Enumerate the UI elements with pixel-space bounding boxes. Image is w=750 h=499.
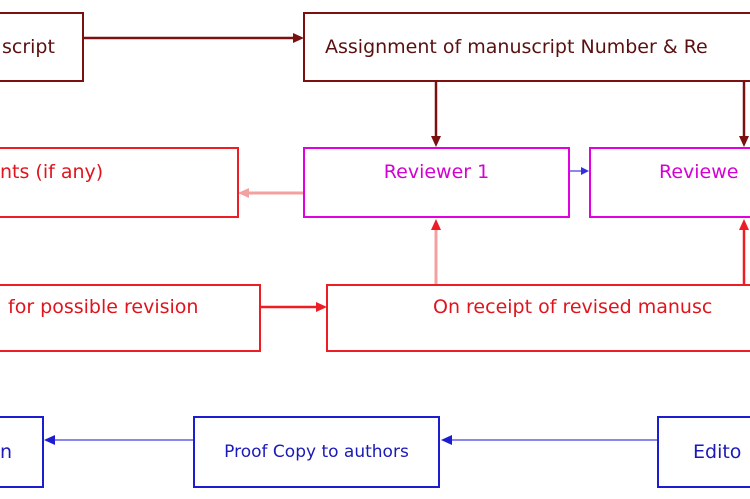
arrowhead-reviewer1-top [431, 136, 441, 147]
revised-box: On receipt of revised manusc [326, 284, 750, 352]
submission-box: script [0, 12, 84, 82]
arrowhead-final [44, 435, 55, 445]
arrowhead-assignment [293, 33, 304, 43]
editor-box: Edito [657, 416, 750, 488]
arrowhead-reviewer2-top [739, 136, 749, 147]
comments-label: nts (if any) [0, 161, 104, 183]
proof-copy-box: Proof Copy to authors [193, 416, 440, 488]
arrowhead-reviewer1-bottom [431, 219, 441, 230]
proof-copy-label: Proof Copy to authors [224, 441, 409, 462]
reviewer2-box: Reviewe [589, 147, 750, 218]
revised-label: On receipt of revised manusc [433, 296, 713, 318]
final-box: n [0, 416, 44, 488]
arrowhead-revised [316, 302, 327, 312]
arrowhead-reviewer2-bottom [739, 219, 749, 230]
revision-label: for possible revision [8, 296, 199, 318]
arrowhead-comments [238, 188, 249, 198]
revision-box: for possible revision [0, 284, 261, 352]
reviewer2-label: Reviewe [659, 161, 739, 183]
submission-label: script [2, 35, 55, 58]
reviewer1-label: Reviewer 1 [383, 161, 490, 183]
editor-label: Edito [693, 440, 742, 463]
final-label: n [0, 440, 13, 463]
assignment-label: Assignment of manuscript Number & Re [325, 35, 708, 58]
arrowhead-reviewer2-side [581, 167, 589, 175]
assignment-box: Assignment of manuscript Number & Re [303, 12, 750, 82]
reviewer1-box: Reviewer 1 [303, 147, 570, 218]
comments-box: nts (if any) [0, 147, 239, 218]
arrowhead-proof [441, 435, 452, 445]
